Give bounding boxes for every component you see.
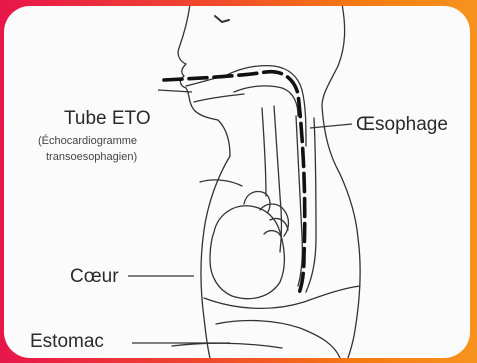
heart-label: Cœur <box>70 266 119 287</box>
diaphragm <box>204 286 360 308</box>
stomach-outline <box>216 321 340 358</box>
anatomy-diagram: Tube ETO (Échocardiogramme transoesophag… <box>4 6 470 358</box>
neck-back <box>322 6 358 238</box>
heart-outline <box>210 206 285 299</box>
stomach-label: Estomac <box>30 331 104 352</box>
oesophagus-leader <box>310 124 352 128</box>
oesophagus-label: Œsophage <box>356 114 448 135</box>
trachea <box>274 106 282 252</box>
tube-sublabel-1: (Échocardiogramme <box>38 134 137 147</box>
tube-sublabel-2: transoesophagien) <box>46 151 137 163</box>
tee-probe <box>164 72 305 296</box>
chest-front <box>201 156 230 358</box>
tube-label: Tube ETO <box>64 108 151 129</box>
eye-mark <box>215 16 229 22</box>
diagram-panel: Tube ETO (Échocardiogramme transoesophag… <box>4 6 470 358</box>
